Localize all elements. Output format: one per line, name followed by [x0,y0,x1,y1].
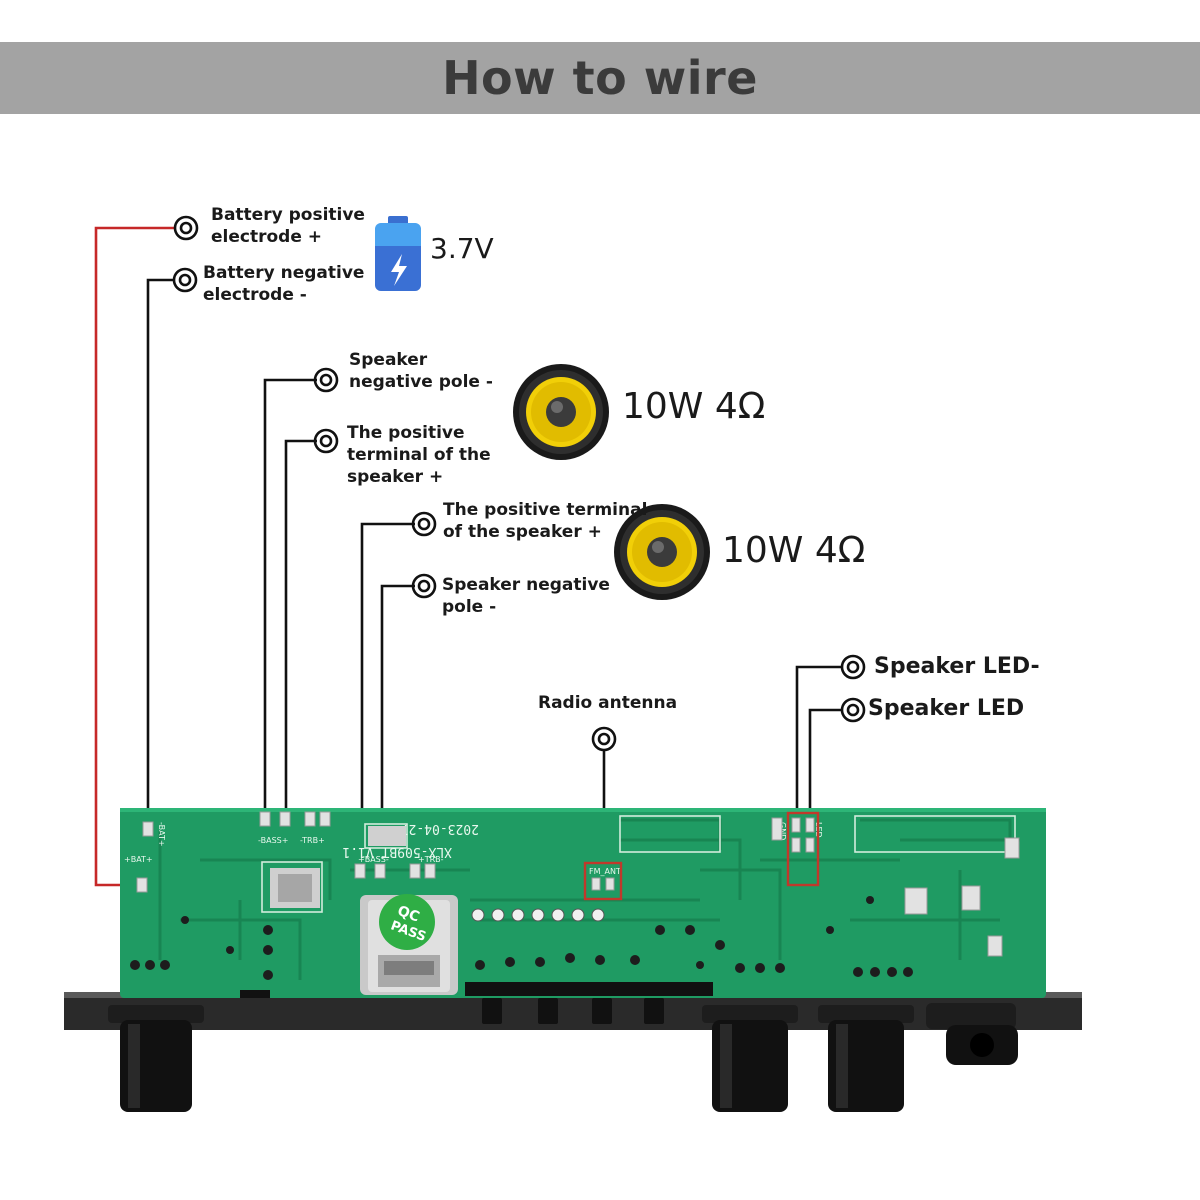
speaker2-positive-label: The positive terminal of the speaker + [443,500,648,542]
pad-label-bass: -BASS+ [258,836,288,845]
pad-label-fm: FM_ANT [589,867,621,876]
pad-label-bass-2: +BASS- [358,855,389,864]
header-banner: How to wire [0,42,1200,114]
led-positive-wire [808,708,842,813]
page-title: How to wire [442,51,758,105]
terminal-led-positive [840,697,866,723]
speaker-1-icon [513,364,609,460]
terminal-speaker1-negative [313,367,339,393]
speaker2-negative-label: Speaker negative pole - [442,575,610,617]
radio-antenna-label: Radio antenna [538,693,678,713]
speaker-2-icon [614,504,710,600]
battery-positive-label: Battery positive electrode + [211,205,365,247]
led-negative-wire [795,665,842,813]
audio-jack [926,1003,1018,1065]
pad-label-bat: +BAT+ [124,855,153,864]
pcb-board: 2023-04-27 XLX-509BT_V1.1 -BASS+ -TRB+ +… [120,808,1046,998]
led-negative-label: Speaker LED- [874,654,1040,679]
battery-icon [375,216,421,291]
pad-label-bat-top: -BAT+ [157,822,166,847]
potentiometer-knob-right [818,1005,914,1112]
terminal-battery-negative [172,267,198,293]
pad-label-trb: -TRB+ [300,836,325,845]
terminal-markers [172,215,866,752]
terminal-battery-positive [173,215,199,241]
battery-positive-wire [94,226,175,887]
potentiometer-knob-left [108,1005,204,1112]
silkscreen-date: 2023-04-27 [401,821,479,836]
speaker2-negative-wire [380,584,415,852]
qc-sticker-line1: QC [395,903,421,926]
terminal-speaker1-positive [313,428,339,454]
push-buttons [482,998,664,1024]
silkscreen-model: XLX-509BT_V1.1 [342,844,452,859]
potentiometer-knob-mid [702,1005,798,1112]
usb-socket: QC PASS [360,894,458,995]
led-positive-label: Speaker LED [868,696,1025,721]
terminal-speaker2-negative [411,573,437,599]
pad-label-trb-2: +TRB- [418,855,444,864]
speaker1-rating: 10W 4Ω [622,386,766,427]
terminal-led-negative [840,654,866,680]
speaker2-rating: 10W 4Ω [722,530,866,571]
battery-negative-label: Battery negative electrode - [203,263,365,305]
speaker2-positive-wire [360,522,415,852]
terminal-speaker2-positive [411,511,437,537]
terminal-radio-antenna [591,726,617,752]
speaker1-positive-label: The positive terminal of the speaker + [347,423,491,487]
board-components [130,826,913,998]
speaker1-positive-wire [284,439,317,812]
speaker1-negative-label: Speaker negative pole - [349,350,493,392]
speaker1-negative-wire [263,378,317,812]
battery-voltage: 3.7V [430,232,494,265]
battery-negative-wire [146,278,175,885]
